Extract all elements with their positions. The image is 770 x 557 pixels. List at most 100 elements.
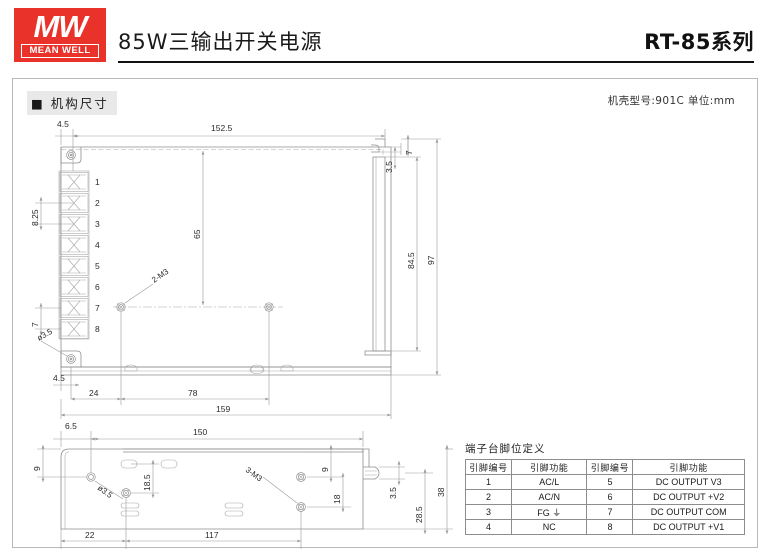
dim-side-bottom: 22 117	[60, 497, 302, 549]
dim-label-dia-3-5-side: ø3.5	[96, 483, 115, 500]
header-pin-fn-1: 引脚功能	[510, 459, 588, 475]
header-pin-fn-2: 引脚功能	[632, 459, 745, 475]
dim-label-18-right: 18	[332, 494, 342, 504]
dim-65: 65	[192, 151, 205, 305]
dim-label-97: 97	[426, 255, 436, 265]
pin-definition-table: 引脚编号 引脚功能 引脚编号 引脚功能 1 AC/L 5 DC OUTPUT V…	[465, 459, 745, 535]
dim-6-5: 6.5	[53, 421, 99, 473]
dim-label-159: 159	[216, 404, 230, 414]
series-label: RT-85系列	[644, 30, 754, 54]
dim-label-8-25: 8.25	[30, 209, 40, 226]
dim-bottom-45: 4.5	[53, 367, 79, 399]
mean-well-logo: MW MEAN WELL	[14, 8, 106, 62]
cell-pin-fn-2: DC OUTPUT COM	[632, 504, 745, 520]
dim-label-150: 150	[193, 427, 207, 437]
dim-159: 159	[60, 375, 392, 419]
dim-18-right: 18	[307, 473, 351, 512]
dim-label-9-right: 9	[320, 467, 330, 472]
dim-3-5-side: 3.5	[379, 461, 405, 499]
table-row: 1 AC/L 5 DC OUTPUT V3	[465, 474, 745, 490]
dim-hole-dia-top: ø3.5	[36, 327, 68, 357]
dim-7-left: 7	[30, 303, 61, 335]
pin-definition-block: 端子台脚位定义 引脚编号 引脚功能 引脚编号 引脚功能 1 AC/L 5 DC …	[465, 441, 747, 535]
dim-label-3-5-side: 3.5	[388, 487, 398, 499]
header-divider	[118, 61, 754, 63]
dim-label-65: 65	[192, 229, 202, 239]
cell-pin-no-2: 6	[586, 489, 634, 505]
logo-brand-name: MEAN WELL	[21, 44, 99, 58]
dim-label-18-5: 18.5	[142, 474, 152, 491]
dim-150: 150	[91, 427, 364, 447]
cell-pin-no: 4	[465, 519, 512, 535]
section-heading: ■ 机构尺寸	[27, 91, 117, 115]
cell-pin-no: 1	[465, 474, 512, 490]
table-row: 3 FG ⏚ 7 DC OUTPUT COM	[465, 504, 745, 520]
dim-label-22: 22	[85, 530, 95, 540]
dim-label-7-left: 7	[30, 322, 40, 327]
cell-pin-no: 2	[465, 489, 512, 505]
screw-callout-3m3-group: 3-M3	[244, 465, 298, 504]
dim-label-38: 38	[436, 487, 446, 497]
dim-97: 97	[391, 138, 441, 376]
terminal-number-4: 4	[95, 240, 100, 250]
dim-tab-right: 7 3.5	[384, 135, 414, 173]
dim-label-6-5: 6.5	[65, 421, 77, 431]
dim-38: 38	[433, 445, 453, 534]
dim-label-7-right: 7	[404, 150, 414, 155]
terminal-number-6: 6	[95, 282, 100, 292]
page-title: 85W三输出开关电源	[118, 30, 323, 54]
section-bullet-icon: ■	[31, 96, 45, 111]
dim-label-24: 24	[89, 388, 99, 398]
cell-pin-fn-2: DC OUTPUT +V2	[632, 489, 745, 505]
vent-slots-top	[124, 364, 294, 374]
dim-label-4-5-bottom: 4.5	[53, 373, 65, 383]
table-header-row: 引脚编号 引脚功能 引脚编号 引脚功能	[465, 459, 745, 475]
content-frame: ■ 机构尺寸 机壳型号:901C 单位:mm .ol { fill:none; …	[12, 78, 758, 549]
header-pin-no-2: 引脚编号	[586, 459, 634, 475]
dim-9-right: 9	[307, 445, 343, 482]
screw-callout-2m3: 2-M3	[150, 267, 171, 285]
terminal-block: 1 2 3 4 5 6 7 8	[58, 170, 100, 340]
dim-label-4-5-top: 4.5	[57, 119, 69, 129]
dim-label-9-left: 9	[32, 466, 42, 471]
terminal-number-1: 1	[95, 177, 100, 187]
dim-84-5: 84.5	[385, 156, 421, 352]
cell-pin-fn: FG ⏚	[510, 504, 588, 520]
dim-label-84-5: 84.5	[406, 252, 416, 269]
cell-pin-no-2: 5	[586, 474, 634, 490]
cell-pin-no-2: 8	[586, 519, 634, 535]
cell-pin-fn-2: DC OUTPUT +V1	[632, 519, 745, 535]
cell-pin-no: 3	[465, 504, 512, 520]
side-view: 6.5 150 9 ø3.5	[32, 421, 453, 549]
page-header: MW MEAN WELL 85W三输出开关电源 RT-85系列	[0, 0, 770, 72]
terminal-number-3: 3	[95, 219, 100, 229]
terminal-number-2: 2	[95, 198, 100, 208]
cell-pin-fn: AC/L	[510, 474, 588, 490]
cell-pin-no-2: 7	[586, 504, 634, 520]
pin-table-caption: 端子台脚位定义	[465, 443, 546, 455]
dim-hole-spacing: 24 78	[71, 311, 270, 405]
table-row: 2 AC/N 6 DC OUTPUT +V2	[465, 489, 745, 505]
top-view: 1 2 3 4 5 6 7 8	[30, 119, 441, 419]
terminal-number-7: 7	[95, 303, 100, 313]
case-model-note: 机壳型号:901C 单位:mm	[607, 95, 735, 107]
table-row: 4 NC 8 DC OUTPUT +V1	[465, 519, 745, 535]
cell-pin-fn: NC	[510, 519, 588, 535]
mechanical-drawing: .ol { fill:none; stroke:#8e8e8e; stroke-…	[30, 119, 453, 549]
dim-28-5: 28.5	[363, 469, 433, 534]
section-heading-label: 机构尺寸	[50, 96, 109, 111]
dim-152-5: 152.5	[73, 123, 386, 139]
terminal-number-5: 5	[95, 261, 100, 271]
dim-label-152-5: 152.5	[211, 123, 233, 133]
dim-8-25: 8.25	[30, 197, 73, 230]
vent-slots-side	[120, 459, 244, 517]
dim-hole-dia-side: ø3.5	[94, 480, 124, 500]
dim-9-left: 9	[32, 445, 87, 482]
dim-18-5: 18.5	[131, 460, 159, 498]
terminal-number-8: 8	[95, 324, 100, 334]
logo-mw-mark: MW	[33, 9, 87, 44]
m3-screw-holes-top: 2-M3	[113, 267, 283, 312]
cell-pin-fn-2: DC OUTPUT V3	[632, 474, 745, 490]
cell-pin-fn: AC/N	[510, 489, 588, 505]
dim-label-78: 78	[188, 388, 198, 398]
